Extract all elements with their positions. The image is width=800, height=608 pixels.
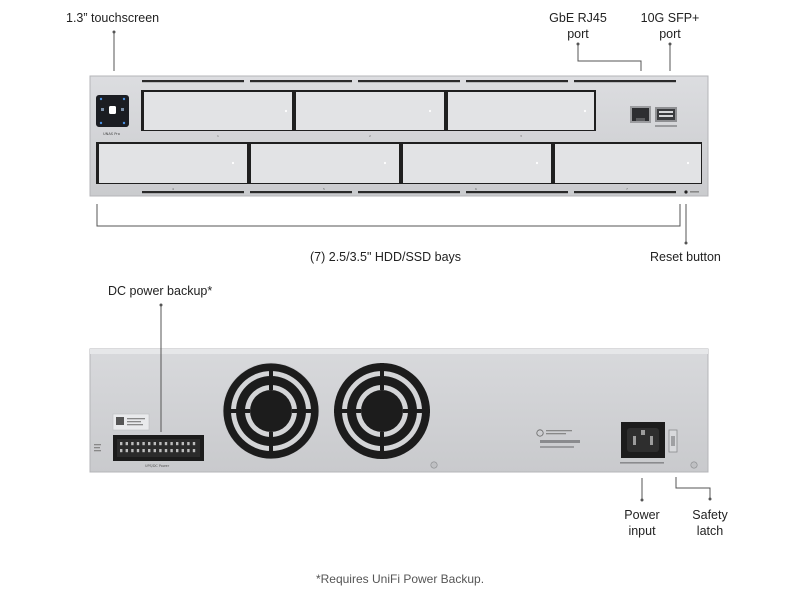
- connector-pin: [181, 442, 184, 446]
- svg-text:2: 2: [369, 134, 371, 138]
- svg-text:6: 6: [475, 187, 477, 191]
- connector-pin: [159, 442, 162, 446]
- bay-7: [555, 144, 701, 183]
- connector-pin: [125, 449, 128, 453]
- rj45-callout-line2: port: [567, 27, 589, 41]
- connector-pin: [192, 442, 196, 446]
- rear-callout-lines: [159, 303, 712, 502]
- bay-5: [251, 144, 399, 183]
- connector-pin: [148, 442, 151, 446]
- connector-pin: [159, 449, 162, 453]
- svg-text:4: 4: [172, 187, 174, 191]
- drive-bays-top[interactable]: [141, 90, 596, 131]
- sfp-label: [655, 125, 677, 127]
- regulatory-markings: [536, 429, 580, 448]
- connector-pin: [176, 442, 179, 446]
- connector-pin: [176, 449, 179, 453]
- bay-3: [448, 92, 594, 130]
- rear-screws: [430, 461, 698, 469]
- connector-pin: [170, 442, 173, 446]
- dc-backup-callout: DC power backup*: [108, 284, 213, 298]
- connector-pin: [131, 449, 134, 453]
- front-panel: UNAS Pro 1 2 3: [89, 75, 709, 197]
- bays-bracket: [96, 204, 681, 227]
- rj45-callout: GbE RJ45 port: [538, 10, 618, 42]
- connector-label: UPS/DC Power: [145, 464, 170, 468]
- brand-logo: [536, 429, 544, 437]
- bay-4: [99, 144, 247, 183]
- serial-sticker: [112, 413, 150, 431]
- model-label: UNAS Pro: [103, 132, 120, 136]
- bay-numbers-bottom: 4 5 6 7: [172, 187, 628, 191]
- fan-2: [334, 363, 430, 459]
- connector-pin: [153, 442, 156, 446]
- reset-button[interactable]: [684, 190, 688, 194]
- front-top-edge: [142, 80, 676, 83]
- touchscreen[interactable]: [96, 95, 129, 127]
- connector-pin: [181, 449, 184, 453]
- safety-latch-callout-line1: Safety: [692, 508, 728, 522]
- power-input-callout-line1: Power: [624, 508, 660, 522]
- touchscreen-callout: 1.3” touchscreen: [66, 11, 160, 25]
- bay-numbers-top: 1 2 3: [217, 134, 522, 138]
- bays-callout: (7) 2.5/3.5" HDD/SSD bays: [310, 250, 462, 264]
- reset-label: [690, 191, 699, 193]
- connector-pin: [120, 442, 123, 446]
- rj45-port[interactable]: [630, 106, 651, 123]
- front-callout-lines: [96, 30, 688, 245]
- bay-2: [296, 92, 444, 130]
- connector-pin: [120, 449, 123, 453]
- connector-pin: [153, 449, 156, 453]
- bay-6: [403, 144, 551, 183]
- rear-panel: UPS/DC Power: [89, 348, 709, 473]
- connector-pin: [131, 442, 134, 446]
- sfp-callout-line1: 10G SFP+: [640, 11, 700, 25]
- dc-power-connector[interactable]: [113, 435, 204, 461]
- fan-2-spokes: [334, 363, 430, 459]
- sfp-port[interactable]: [655, 107, 677, 122]
- safety-latch-leader: [675, 477, 711, 499]
- connector-pins: [120, 442, 196, 453]
- bay-1: [144, 92, 292, 130]
- reset-callout: Reset button: [650, 250, 721, 264]
- power-input-callout-line2: input: [628, 524, 656, 538]
- sfp-callout: 10G SFP+ port: [630, 10, 710, 42]
- fan-1-spokes: [223, 363, 319, 459]
- rj45-leader: [577, 44, 642, 71]
- drive-bays-bottom[interactable]: [96, 142, 702, 184]
- safety-latch-callout-line2: latch: [696, 524, 724, 538]
- rj45-callout-line1: GbE RJ45: [549, 11, 607, 25]
- front-bottom-edge: [142, 191, 676, 194]
- connector-pin: [187, 449, 190, 453]
- connector-pin: [125, 442, 128, 446]
- connector-pin: [136, 442, 140, 446]
- safety-latch[interactable]: [668, 429, 678, 453]
- power-inlet[interactable]: [621, 422, 665, 458]
- svg-text:3: 3: [520, 134, 522, 138]
- power-rating-label: [620, 462, 664, 464]
- rear-top-lip: [90, 349, 708, 354]
- footnote: *Requires UniFi Power Backup.: [315, 572, 485, 586]
- connector-pin: [164, 449, 168, 453]
- fan-1: [222, 362, 320, 460]
- connector-pin: [192, 449, 196, 453]
- connector-pin: [136, 449, 140, 453]
- connector-pin: [148, 449, 151, 453]
- connector-pin: [164, 442, 168, 446]
- sfp-callout-line2: port: [659, 27, 681, 41]
- connector-pin: [170, 449, 173, 453]
- connector-pin: [142, 442, 145, 446]
- connector-pin: [142, 449, 145, 453]
- safety-latch-callout: Safety latch: [680, 507, 740, 539]
- svg-text:5: 5: [323, 187, 325, 191]
- power-input-callout: Power input: [612, 507, 672, 539]
- svg-text:7: 7: [626, 187, 628, 191]
- connector-pin: [187, 442, 190, 446]
- svg-text:1: 1: [217, 134, 219, 138]
